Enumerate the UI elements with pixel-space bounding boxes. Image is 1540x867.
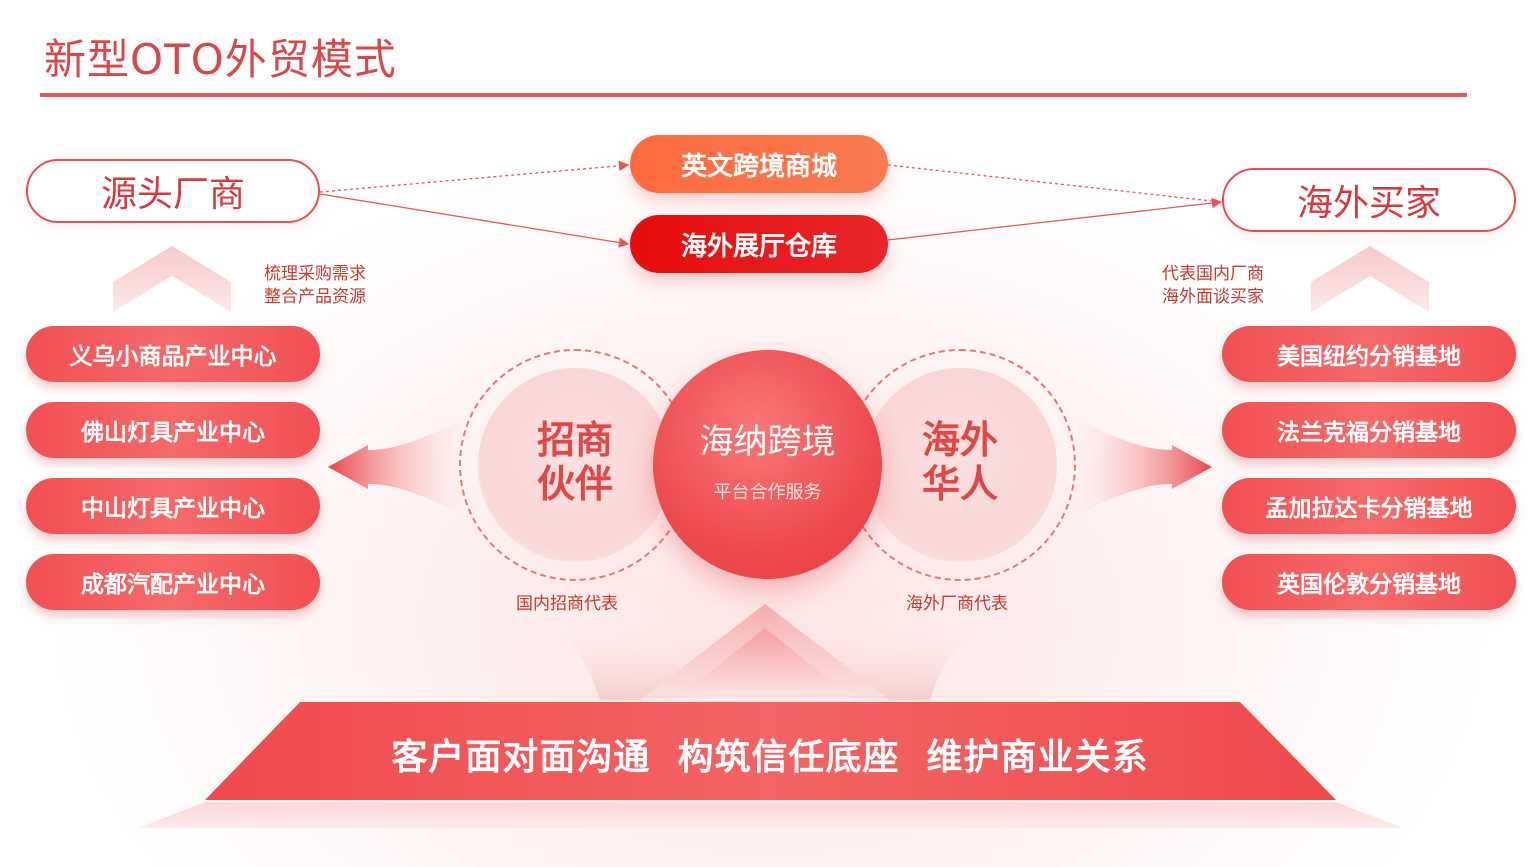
channel-mall: 英文跨境商城: [630, 135, 888, 193]
left-partner-caption: 国内招商代表: [516, 594, 618, 614]
link-source-mall: [319, 160, 630, 193]
right-list-item: 英国伦敦分销基地: [1222, 554, 1516, 610]
right-partner-caption: 海外厂商代表: [906, 594, 1008, 614]
up-arrow-icon: [675, 628, 855, 700]
left-note-line: 梳理采购需求: [264, 264, 366, 284]
source-label: 源头厂商: [26, 159, 320, 223]
left-note: 梳理采购需求 整合产品资源: [264, 263, 366, 309]
left-list-item: 成都汽配产业中心: [26, 554, 320, 610]
right-partner-circle: [863, 368, 1057, 562]
left-list-item: 中山灯具产业中心: [26, 478, 320, 534]
link-source-warehouse: [319, 193, 630, 248]
left-partner-circle: [478, 368, 672, 562]
center-circle: [653, 350, 882, 579]
right-list-item: 美国纽约分销基地: [1222, 326, 1516, 382]
channel-warehouse: 海外展厅仓库: [630, 215, 888, 273]
right-note: 代表国内厂商 海外面谈买家: [1162, 263, 1264, 309]
link-warehouse-buyer: [887, 197, 1223, 241]
title-underline: [40, 93, 1467, 97]
banner-shadow: [138, 802, 1403, 828]
right-partner-line: 华人: [921, 462, 998, 506]
left-list-item: 佛山灯具产业中心: [26, 402, 320, 458]
left-note-line: 整合产品资源: [264, 287, 366, 307]
left-arrow-icon: [328, 420, 462, 514]
left-list-item: 义乌小商品产业中心: [26, 326, 320, 382]
link-mall-buyer: [887, 164, 1222, 203]
right-note-line: 海外面谈买家: [1162, 287, 1264, 307]
right-arrow-icon: [1078, 420, 1212, 514]
chevron-right-icon: [1311, 246, 1429, 312]
right-note-line: 代表国内厂商: [1162, 264, 1264, 284]
page-title: 新型OTO外贸模式: [44, 35, 397, 84]
right-partner-line: 海外: [921, 418, 998, 462]
right-list-item: 法兰克福分销基地: [1222, 402, 1516, 458]
center-title: 海纳跨境: [699, 422, 836, 462]
left-partner-label: 招商 伙伴: [478, 418, 672, 506]
right-list-item: 孟加拉达卡分销基地: [1222, 478, 1516, 534]
chevron-left-icon: [113, 246, 231, 312]
banner-shape: [205, 702, 1336, 800]
buyer-label: 海外买家: [1222, 168, 1516, 232]
left-partner-line: 伙伴: [536, 462, 613, 506]
left-partner-line: 招商: [536, 418, 613, 462]
right-partner-label: 海外 华人: [863, 418, 1057, 506]
center-subtitle: 平台合作服务: [713, 482, 822, 503]
banner-text: 客户面对面沟通 构筑信任底座 维护商业关系: [391, 737, 1149, 778]
